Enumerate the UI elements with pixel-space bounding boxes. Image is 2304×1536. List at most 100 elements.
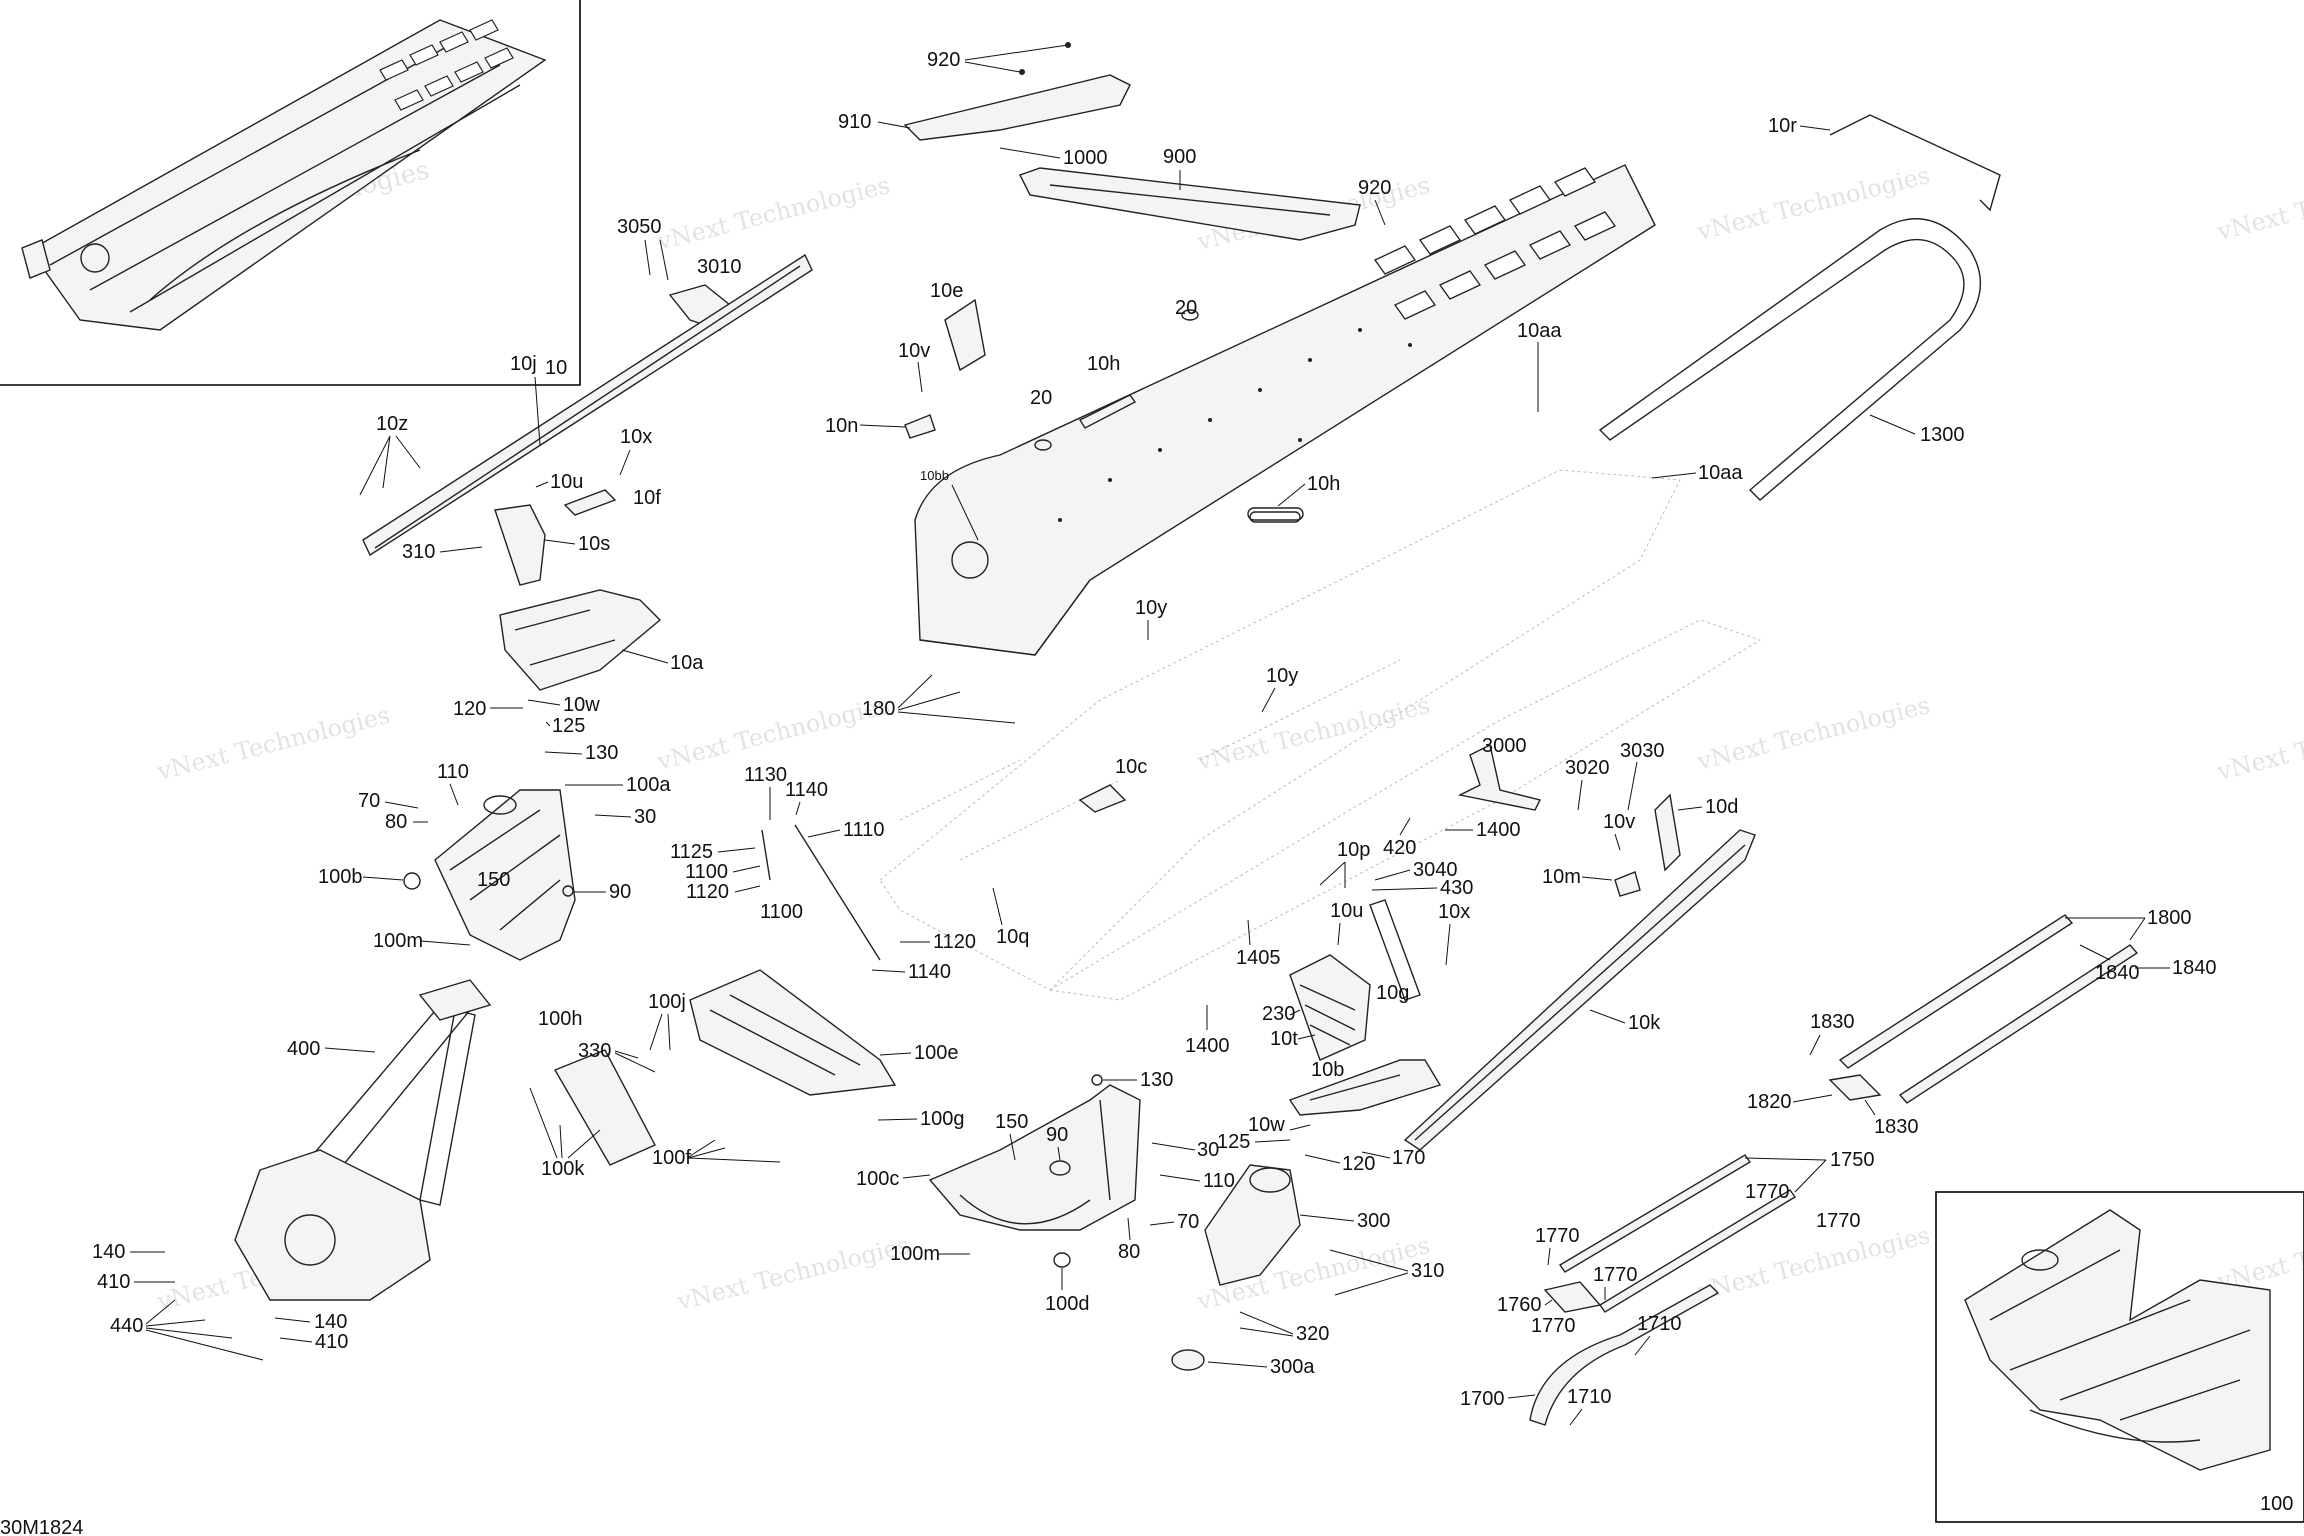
callout-1120: 1120 [933, 931, 976, 953]
callout-1125: 1125 [670, 841, 713, 863]
callout-1140: 1140 [908, 961, 951, 983]
callout-group-120-a: 120 [453, 698, 523, 720]
tunnel-slots [1374, 167, 1616, 320]
callout-1405: 1405 [1236, 947, 1281, 969]
part-300-bracket: 300 [1204, 1164, 1390, 1286]
callout-1830: 1830 [1810, 1011, 1855, 1033]
svg-text:vNext Technologies: vNext Technologies [2214, 161, 2304, 246]
part-300a-bumper: 300a [1171, 1349, 1315, 1378]
callout-110: 110 [437, 761, 469, 783]
callout-group-10t: 10t [1270, 1028, 1316, 1050]
callout-100b: 100b [318, 866, 363, 888]
callout-group-120-b: 120 [1304, 1153, 1375, 1175]
callout-group-1710-b: 1710 [1567, 1386, 1612, 1426]
callout-100h: 100h [538, 1008, 583, 1030]
callout-group-320: 320 [1239, 1311, 1329, 1345]
callout-group-1120-a: 1120 [686, 881, 761, 903]
watermark: vNext Technologies [674, 1231, 913, 1316]
callout-group-1110: 1110 [807, 819, 885, 841]
callout-920: 920 [1358, 177, 1391, 199]
callout-group-100a: 100a [565, 774, 671, 796]
chassis-ghost [879, 469, 1762, 1001]
callout-110: 110 [1203, 1170, 1235, 1192]
callout-group-10q: 10q [992, 887, 1029, 948]
callout-1710: 1710 [1637, 1313, 1682, 1335]
callout-140: 140 [92, 1241, 125, 1263]
callout-10v: 10v [1603, 811, 1635, 833]
callout-410: 410 [315, 1331, 348, 1353]
callout-group-90-a: 90 [562, 881, 631, 903]
callout-group-100f: 100f [652, 1139, 781, 1169]
callout-group-30-b: 30 [1151, 1139, 1219, 1161]
part-10h-b: 10h [1247, 473, 1340, 521]
callout-1770: 1770 [1816, 1210, 1861, 1232]
callout-3000: 3000 [1482, 735, 1527, 757]
watermark: vNext Technologies [154, 701, 393, 786]
part-10a: 10a [499, 589, 704, 691]
callout-10s: 10s [578, 533, 610, 555]
part-10j-runner: 10j [362, 253, 813, 557]
callout-120: 120 [1342, 1153, 1375, 1175]
part-1100-rod [761, 824, 881, 961]
callout-group-10y-b: 10y [1261, 665, 1298, 713]
watermark: vNext Technologies [2214, 161, 2304, 246]
callout-100f: 100f [652, 1147, 691, 1169]
callout-10h: 10h [1087, 353, 1120, 375]
callout-group-110-a: 110 [437, 761, 469, 806]
callout-group-110-b: 110 [1159, 1170, 1235, 1192]
part-3010: 3050 3010 [617, 216, 742, 331]
callout-310: 310 [402, 541, 435, 563]
callout-125: 125 [1217, 1131, 1250, 1153]
part-10b: 10b [1288, 1059, 1442, 1116]
watermark: vNext Technologies [1694, 691, 1933, 776]
part-10e: 10e [930, 280, 986, 372]
part-1700-rail: 1700 [1460, 1284, 1720, 1426]
callout-10h: 10h [1307, 473, 1340, 495]
callout-1110: 1110 [843, 819, 885, 841]
callout-group-3020: 3020 [1565, 757, 1610, 811]
part-10c: 10c [1078, 756, 1147, 813]
callout-1300: 1300 [1920, 424, 1965, 446]
callout-group-1840-a: 1840 [2079, 944, 2140, 984]
callout-group-10n: 10n [825, 414, 936, 439]
tunnel-access-hole [951, 541, 989, 579]
callout-130: 130 [1140, 1069, 1173, 1091]
callout-group-1000: 1000 [999, 147, 1108, 169]
callout-1400: 1400 [1476, 819, 1521, 841]
callout-1120: 1120 [686, 881, 729, 903]
callout-10m: 10m [1542, 866, 1581, 888]
callout-group-20a: 20 [1175, 297, 1199, 321]
callout-150: 150 [995, 1111, 1028, 1133]
part-3000: 3000 [1457, 735, 1542, 811]
callout-group-1100-b: 1100 [760, 901, 803, 923]
callout-group-1710-a: 1710 [1634, 1313, 1682, 1356]
callout-120: 120 [453, 698, 486, 720]
callout-10k: 10k [1628, 1012, 1661, 1034]
callout-10f: 10f [633, 487, 661, 509]
part-230-grille: 230 [1262, 954, 1371, 1061]
callout-group-1840-b: 1840 [2135, 957, 2217, 979]
callout-100a: 100a [626, 774, 671, 796]
callout-1760: 1760 [1497, 1294, 1542, 1316]
callout-group-1770-d: 1770 [1593, 1264, 1638, 1300]
svg-text:vNext Technologies: vNext Technologies [654, 171, 893, 256]
inset-100-label: 100 [2260, 1493, 2293, 1515]
callout-10w: 10w [563, 694, 600, 716]
part-100h: 100h [538, 1008, 656, 1166]
callout-1000: 1000 [1063, 147, 1108, 169]
svg-text:vNext Technologies: vNext Technologies [154, 701, 393, 786]
callout-1130: 1130 [744, 764, 787, 786]
part-10h-a: 10h [1078, 353, 1137, 429]
callout-3030: 3030 [1620, 740, 1665, 762]
callout-10n: 10n [825, 415, 858, 437]
callout-130: 130 [585, 742, 618, 764]
callout-group-70-a: 70 [358, 790, 419, 812]
callout-group-10u-a: 10u [535, 471, 583, 493]
callout-group-430: 430 [1371, 877, 1473, 899]
inset-tunnel-assembly-10: 10 [0, 0, 581, 386]
callout-330: 330 [578, 1040, 611, 1062]
callout-3010: 3010 [697, 256, 742, 278]
callout-group-3040: 3040 [1374, 859, 1458, 881]
callout-group-125-b: 125 [1217, 1131, 1291, 1153]
callout-group-1400-b: 1400 [1185, 1005, 1230, 1057]
